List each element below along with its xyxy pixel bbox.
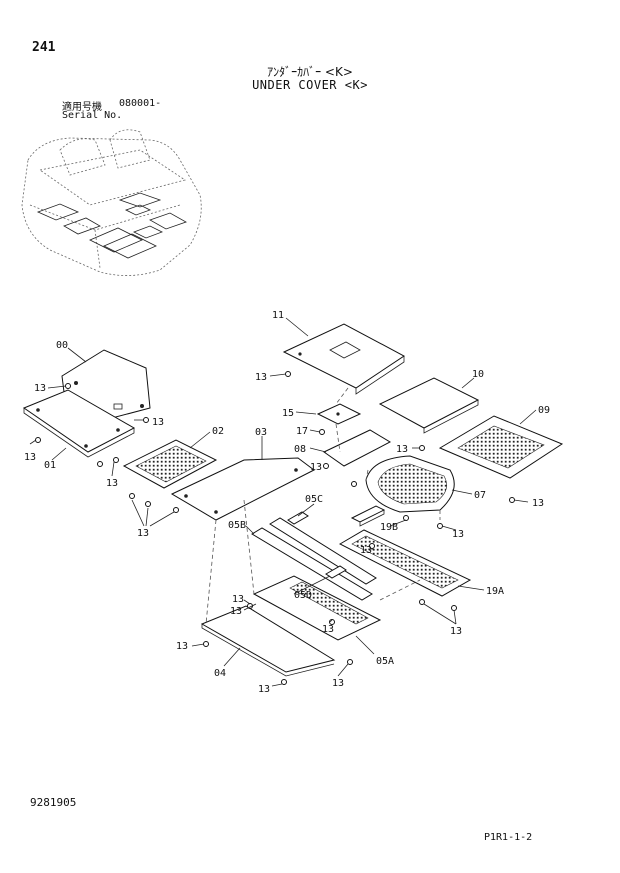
callout-04: 04 <box>214 668 226 679</box>
part-03-floor-plate <box>170 457 315 521</box>
callout-17: 17 <box>296 426 308 437</box>
callout-13: 13 <box>310 462 322 473</box>
callout-08: 08 <box>294 444 306 455</box>
part-19B-bar <box>350 505 386 527</box>
callout-13: 13 <box>230 606 242 617</box>
part-11-cover <box>282 323 405 395</box>
callout-11: 11 <box>272 310 284 321</box>
callout-10: 10 <box>472 369 484 380</box>
callout-13: 13 <box>360 545 372 556</box>
callout-19B: 19B <box>380 522 398 533</box>
machine-overview-sketch <box>21 129 202 276</box>
part-07-perforated-cover <box>365 455 455 513</box>
part-05D-bar <box>325 565 347 579</box>
reference-code: P1R1-1-2 <box>484 832 533 843</box>
part-01-cover <box>22 389 136 458</box>
serial-label-japanese: 適用号機 <box>62 102 102 113</box>
callout-03: 03 <box>255 427 267 438</box>
serial-value: 080001- <box>119 98 162 109</box>
callout-13: 13 <box>152 417 164 428</box>
callout-05C: 05C <box>305 494 323 505</box>
callout-13: 13 <box>137 528 149 539</box>
part-10-cover <box>378 377 480 434</box>
callout-13: 13 <box>176 641 188 652</box>
callout-13: 13 <box>532 498 544 509</box>
callout-13: 13 <box>258 684 270 695</box>
title-japanese: ｱﾝﾀﾞｰｶﾊﾞｰ <K> <box>267 65 353 79</box>
part-02-perforated-cover <box>122 439 218 489</box>
callout-01: 01 <box>44 460 56 471</box>
callout-00: 00 <box>56 340 68 351</box>
callout-07: 07 <box>474 490 486 501</box>
part-08-plate <box>323 429 392 467</box>
callout-labels: 00 13 13 13 01 13 02 03 13 11 13 15 17 0… <box>24 310 550 695</box>
callout-02: 02 <box>212 426 224 437</box>
part-04-cover <box>200 605 336 677</box>
callout-13: 13 <box>106 478 118 489</box>
title-english: UNDER COVER <K> <box>252 78 368 92</box>
assembly-guide-lines <box>205 387 441 625</box>
callout-19A: 19A <box>486 586 504 597</box>
callout-13: 13 <box>34 383 46 394</box>
callout-13: 13 <box>322 624 334 635</box>
part-05A-perforated-frame <box>252 575 382 641</box>
callout-13: 13 <box>396 444 408 455</box>
bolt-markers <box>35 371 515 685</box>
callout-13: 13 <box>332 678 344 689</box>
callout-05B: 05B <box>228 520 246 531</box>
callout-09: 09 <box>538 405 550 416</box>
callout-13: 13 <box>232 594 244 605</box>
part-09-perforated-cover <box>438 415 564 479</box>
callout-15: 15 <box>282 408 294 419</box>
callout-05A: 05A <box>376 656 394 667</box>
callout-13: 13 <box>24 452 36 463</box>
part-05C-bar <box>287 511 309 525</box>
callout-13: 13 <box>450 626 462 637</box>
callout-13: 13 <box>255 372 267 383</box>
document-number: 9281905 <box>30 796 77 809</box>
callout-05D: 05D <box>294 590 312 601</box>
part-15-small-plate <box>316 403 362 425</box>
leader-lines <box>29 317 537 687</box>
callout-13: 13 <box>452 529 464 540</box>
serial-label-english: Serial No. <box>62 110 123 121</box>
page-number: 241 <box>32 40 56 55</box>
